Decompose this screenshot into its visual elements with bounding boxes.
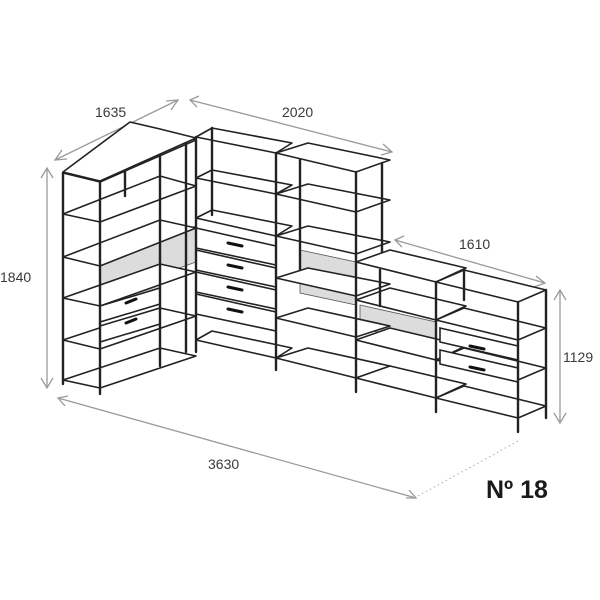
left-shelving-unit <box>61 121 197 396</box>
low-height-label: 1129 <box>563 349 593 365</box>
dimension-lines <box>40 95 567 499</box>
right-width-label: 1610 <box>459 236 490 252</box>
total-height-label: 1840 <box>0 269 31 285</box>
drawer-handle <box>124 297 138 305</box>
right-end-unit <box>435 268 548 434</box>
left-depth-label: 1635 <box>95 104 126 120</box>
overall-width-label: 3630 <box>208 456 239 472</box>
model-number: Nº 18 <box>486 476 548 504</box>
right-low-unit <box>355 249 467 414</box>
top-width-label: 2020 <box>282 104 313 120</box>
middle-unit-a <box>194 126 293 372</box>
